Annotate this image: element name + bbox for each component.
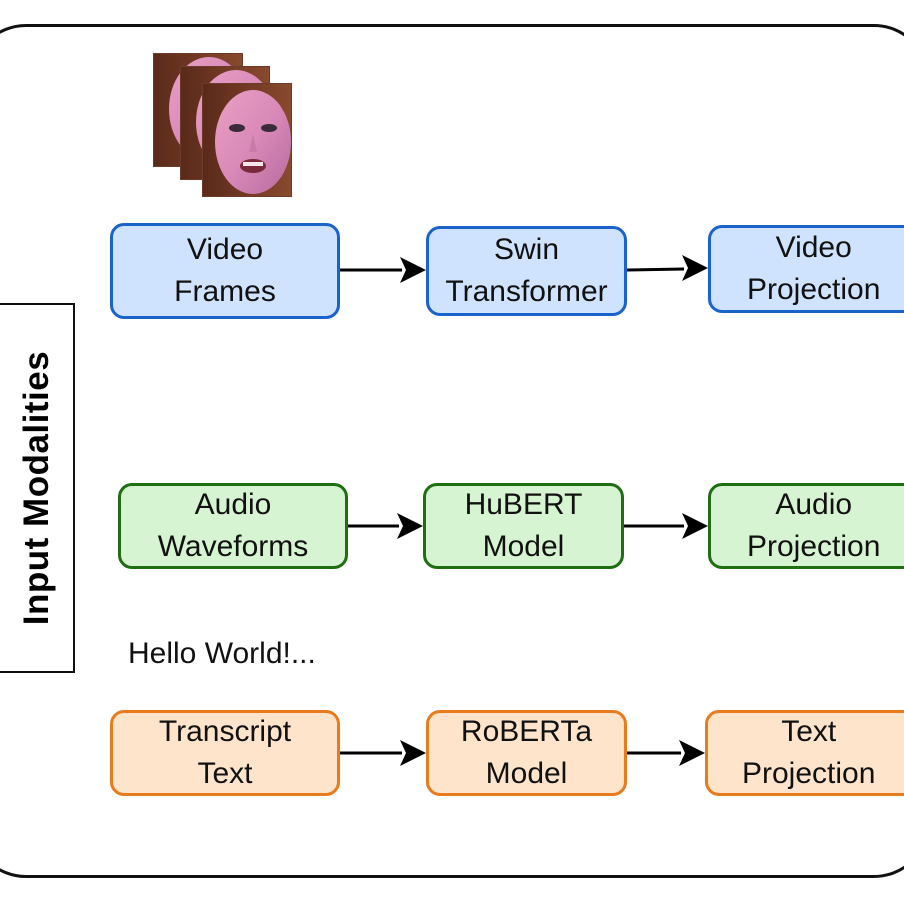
hello-world-sample: Hello World!... xyxy=(128,637,316,670)
video-projection-line-2: Projection xyxy=(747,273,881,306)
face-frame-3 xyxy=(202,83,292,197)
swin-transformer-line-1: Swin xyxy=(493,233,560,266)
outer-frame xyxy=(0,24,904,878)
video-frames-line-1: Video xyxy=(186,233,264,266)
roberta-model-line-1: RoBERTa xyxy=(460,715,593,748)
arrow-transcript-to-roberta-head xyxy=(400,740,426,766)
video-frames-line-2: Frames xyxy=(174,275,276,308)
roberta-model-line-2: Model xyxy=(485,757,568,790)
audio-waveforms-line-1: Audio xyxy=(194,488,272,521)
audio-waveforms-line-2: Waveforms xyxy=(157,530,309,563)
audio-projection-line-1: Audio xyxy=(775,488,853,521)
audio-waveform-icon xyxy=(116,362,344,462)
arrow-swin-to-projection-head xyxy=(682,255,708,281)
video-frames-thumbnail xyxy=(150,50,300,200)
arrow-video-to-swin-head xyxy=(400,257,426,283)
arrow-hubert-to-projection-head xyxy=(682,513,708,539)
swin-transformer-line-2: Transformer xyxy=(445,275,608,308)
audio-projection-line-2: Projection xyxy=(747,530,881,563)
text-projection-line-1: Text xyxy=(781,715,837,748)
arrow-swin-to-projection xyxy=(626,267,685,272)
arrow-roberta-to-projection-head xyxy=(679,740,705,766)
hubert-model-line-2: Model xyxy=(482,530,565,563)
transcript-text-line-2: Text xyxy=(197,757,253,790)
arrow-waveforms-to-hubert-head xyxy=(397,513,423,539)
text-projection-line-2: Projection xyxy=(742,757,876,790)
video-projection-line-1: Video xyxy=(775,231,852,264)
hubert-model-box: HuBERT Model xyxy=(423,483,624,569)
hubert-model-line-1: HuBERT xyxy=(464,488,583,521)
input-modalities-label-box: Input Modalities xyxy=(0,303,75,673)
transcript-text-line-1: Transcript xyxy=(158,715,292,748)
